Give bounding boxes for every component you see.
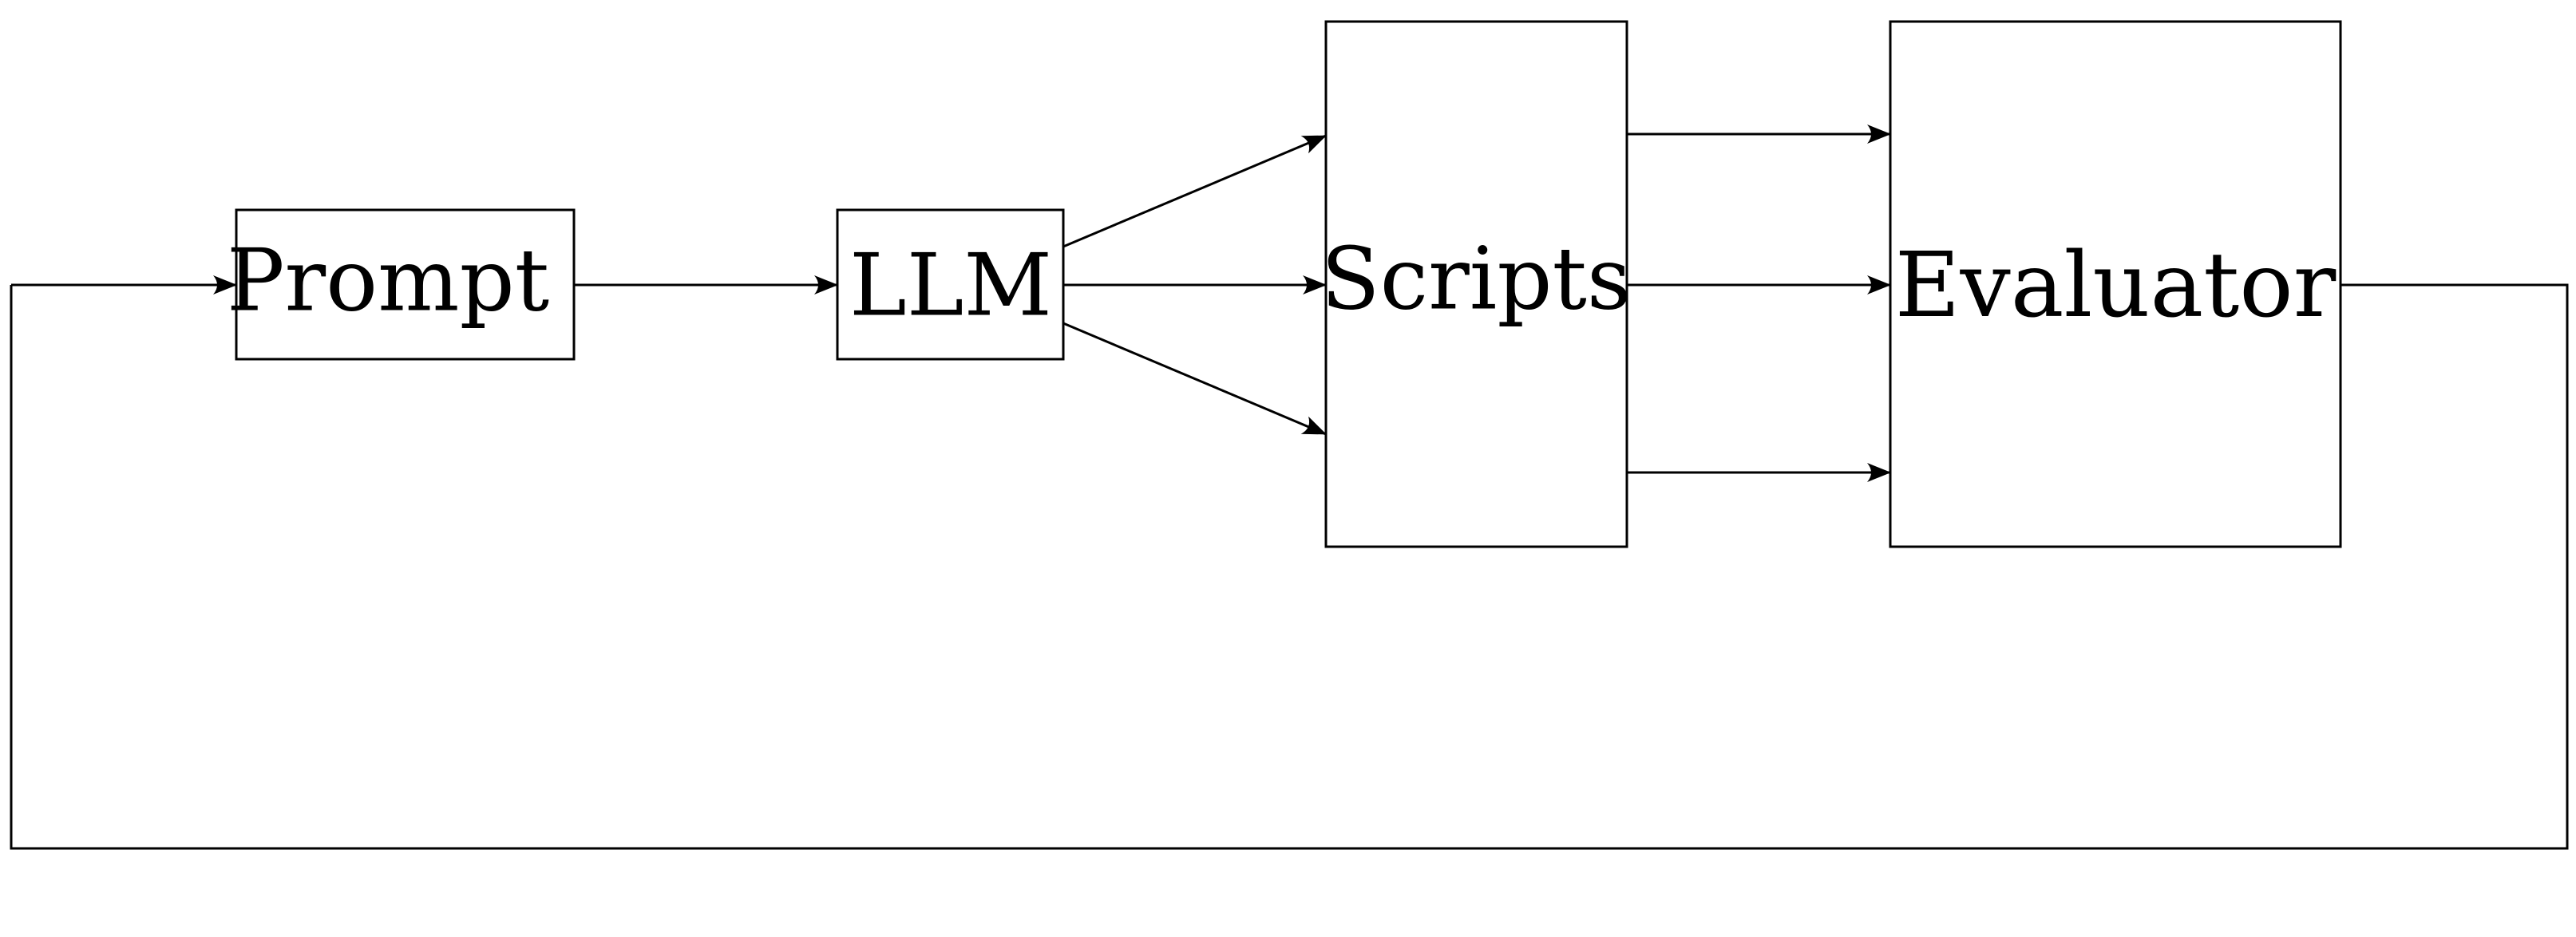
prompt-label: Prompt xyxy=(227,231,549,331)
edge-llm-to-scripts-lower xyxy=(1062,322,1327,436)
scripts-box xyxy=(1324,20,1628,548)
scripts-label: Scripts xyxy=(1321,230,1632,330)
scripts-node: Scripts xyxy=(1321,20,1632,548)
llm-label: LLM xyxy=(849,236,1052,336)
evaluator-label: Evaluator xyxy=(1895,234,2337,338)
prompt-node: Prompt xyxy=(227,208,576,361)
llm-box xyxy=(836,208,1065,361)
edge-llm-to-scripts-upper xyxy=(1062,134,1327,248)
llm-node: LLM xyxy=(836,208,1065,361)
evaluator-box xyxy=(1889,20,2342,548)
prompt-box xyxy=(235,208,576,361)
evaluator-node: Evaluator xyxy=(1889,20,2342,548)
feedback-loop-line xyxy=(10,283,2569,850)
